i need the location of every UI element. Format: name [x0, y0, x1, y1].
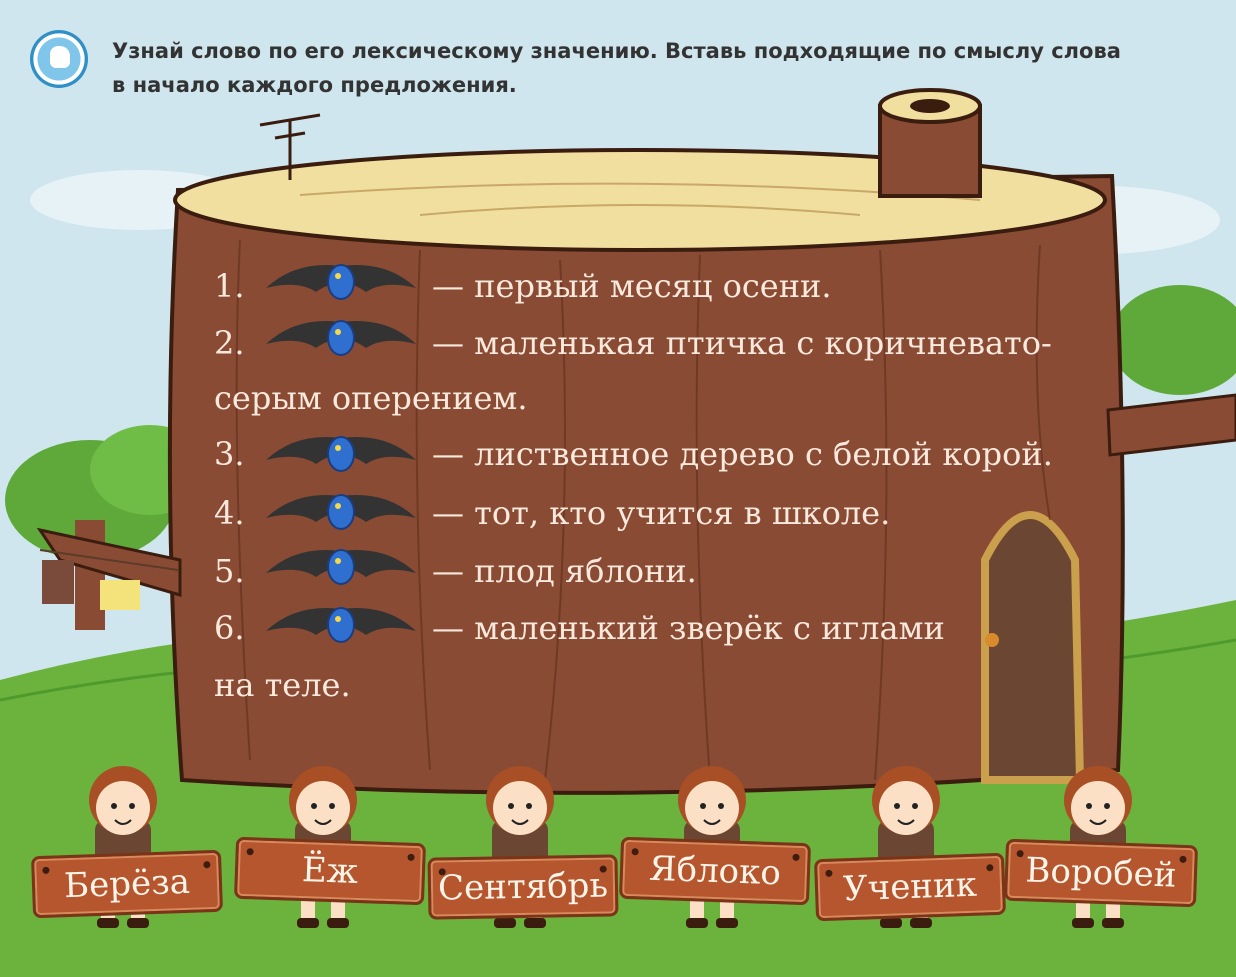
question-4: 4. — тот, кто учится в школе.: [214, 493, 890, 533]
question-5: 5. — плод яблони.: [214, 551, 697, 591]
answer-slot-bat-3[interactable]: [266, 428, 416, 478]
word-card-sentyabr[interactable]: Сентябрь: [427, 854, 619, 920]
question-definition: — плод яблони.: [432, 552, 697, 590]
question-definition: — маленький зверёк с иглами: [432, 609, 945, 647]
question-number: 1.: [214, 267, 245, 305]
laundry: [42, 560, 74, 604]
question-1: 1. — первый месяц осени.: [214, 266, 832, 306]
word-card-bereza[interactable]: Берёза: [30, 849, 224, 919]
word-card-label: Воробей: [1024, 850, 1178, 896]
question-definition: — тот, кто учится в школе.: [432, 494, 891, 532]
question-3: 3. — лиственное дерево с белой корой.: [214, 434, 1053, 474]
question-definition: — первый месяц осени.: [432, 267, 832, 305]
answer-slot-bat-6[interactable]: [266, 599, 416, 649]
question-2-continuation: серым оперением.: [214, 379, 528, 417]
answer-slot-bat-4[interactable]: [266, 486, 416, 536]
antenna: [259, 113, 321, 180]
question-definition: — лиственное дерево с белой корой.: [432, 435, 1053, 473]
answer-slot-bat-1[interactable]: [266, 256, 416, 306]
question-definition: — маленькая птичка с коричневато-: [432, 324, 1052, 362]
word-card-label: Ёж: [301, 850, 359, 892]
question-2: 2. — маленькая птичка с коричневато-: [214, 323, 1052, 363]
question-number: 3.: [214, 435, 245, 473]
tree-foliage: [1110, 285, 1236, 395]
task-header: Узнай слово по его лексическому значению…: [30, 30, 1220, 110]
branch: [36, 527, 182, 597]
answer-slot-bat-5[interactable]: [266, 541, 416, 591]
door-knob: [985, 633, 999, 647]
word-card-yozh[interactable]: Ёж: [233, 836, 427, 906]
speech-bubble-icon: [30, 30, 88, 88]
word-card-vorobey[interactable]: Воробей: [1003, 838, 1199, 908]
question-number: 5.: [214, 552, 245, 590]
word-card-label: Сентябрь: [437, 865, 609, 909]
question-6-continuation: на теле.: [214, 666, 351, 704]
door[interactable]: [981, 511, 1085, 784]
task-instruction: Узнай слово по его лексическому значению…: [112, 39, 1121, 97]
answer-slot-bat-2[interactable]: [266, 312, 416, 362]
question-number: 6.: [214, 609, 245, 647]
word-card-uchenik[interactable]: Ученик: [813, 852, 1007, 922]
word-card-label: Ученик: [842, 864, 978, 910]
word-card-label: Берёза: [63, 861, 191, 907]
question-6: 6. — маленький зверёк с иглами: [214, 608, 945, 648]
stump-top: [173, 148, 1107, 252]
word-card-label: Яблоко: [648, 848, 782, 894]
question-number: 4.: [214, 494, 245, 532]
word-card-yabloko[interactable]: Яблоко: [618, 836, 812, 906]
question-number: 2.: [214, 324, 245, 362]
